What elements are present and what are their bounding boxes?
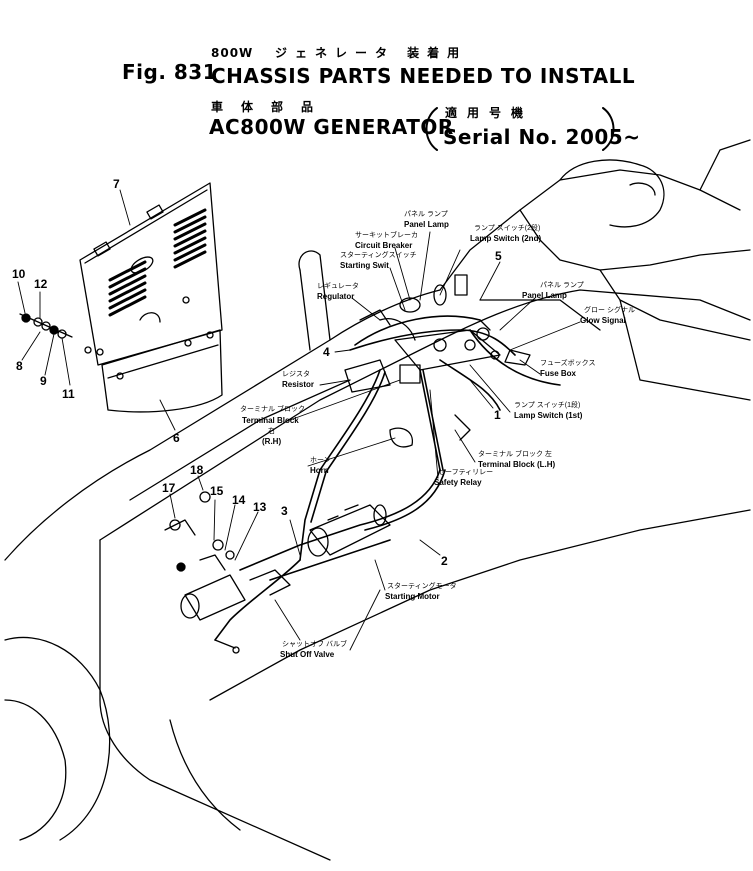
callout-17: 17 bbox=[162, 481, 176, 495]
callout-1: 1 bbox=[494, 408, 501, 422]
horn-jp: ホーン bbox=[310, 457, 331, 464]
panel-lamp-right-jp: パネル ランプ bbox=[540, 282, 584, 289]
fuse-box-jp: フューズボックス bbox=[540, 360, 596, 367]
safety-relay-jp: セーフティリレー bbox=[438, 469, 494, 476]
terminal-block-rh-side-jp: 右 bbox=[268, 428, 275, 435]
callout-13: 13 bbox=[253, 500, 267, 514]
title-jp-line1: ジェネレータ 装着用 bbox=[275, 46, 468, 60]
starting-switch-label: Starting Swit bbox=[340, 261, 389, 270]
terminal-block-lh-label: Terminal Block (L.H) bbox=[478, 460, 556, 469]
callout-12: 12 bbox=[34, 277, 48, 291]
starting-switch-jp: スターティングスイッチ bbox=[340, 252, 417, 259]
callout-18: 18 bbox=[190, 463, 204, 477]
fuse-box-label: Fuse Box bbox=[540, 369, 577, 378]
regulator-jp: レギュレータ bbox=[317, 283, 359, 290]
terminal-block-rh-jp: ターミナル ブロック bbox=[240, 406, 305, 413]
cover-plate bbox=[79, 182, 223, 366]
glow-signal-jp: グロー シグナル bbox=[584, 307, 635, 314]
callout-3: 3 bbox=[281, 504, 288, 518]
lamp-switch-2nd-jp: ランプ スイッチ(2段) bbox=[474, 225, 541, 232]
hardware-bolts bbox=[19, 313, 73, 339]
bracket-plate bbox=[96, 329, 223, 413]
open-paren-shape bbox=[425, 107, 438, 151]
horn-label: Horn bbox=[310, 466, 329, 475]
title-prefix: 800W bbox=[211, 46, 254, 60]
close-paren-shape bbox=[602, 107, 615, 151]
callout-15: 15 bbox=[210, 484, 224, 498]
shut-off-valve-jp: シャットオフ バルブ bbox=[282, 641, 347, 648]
glow-signal-label: Glow Signal bbox=[580, 316, 626, 325]
serial-jp: 適用号機 bbox=[445, 106, 534, 120]
resistor-jp: レジスタ bbox=[282, 371, 310, 378]
starting-motor-label: Starting Motor bbox=[385, 592, 440, 601]
callout-6: 6 bbox=[173, 431, 180, 445]
lamp-switch-1st-label: Lamp Switch (1st) bbox=[514, 411, 583, 420]
resistor-label: Resistor bbox=[282, 380, 315, 389]
shut-off-valve-label: Shut Off Valve bbox=[280, 650, 335, 659]
circuit-breaker-jp: サーキットブレーカ bbox=[355, 232, 418, 239]
panel-lamp-top-label: Panel Lamp bbox=[404, 220, 449, 229]
circuit-breaker-label: Circuit Breaker bbox=[355, 241, 413, 250]
callout-14: 14 bbox=[232, 493, 246, 507]
callout-2: 2 bbox=[441, 554, 448, 568]
safety-relay-label: Safety Relay bbox=[434, 478, 482, 487]
callout-4: 4 bbox=[323, 345, 330, 359]
callout-8: 8 bbox=[16, 359, 23, 373]
starting-motor bbox=[307, 504, 391, 557]
callout-5: 5 bbox=[495, 249, 502, 263]
shut-off-valve-solenoid bbox=[164, 491, 291, 654]
electrical-components bbox=[344, 274, 531, 448]
figure-number: Fig. 831 bbox=[122, 60, 218, 84]
title-en-line2: AC800W GENERATOR bbox=[209, 115, 454, 139]
panel-lamp-top-jp: パネル ランプ bbox=[404, 211, 448, 218]
lamp-switch-1st-jp: ランプ スイッチ(1段) bbox=[514, 402, 581, 409]
terminal-block-rh-label: Terminal Block bbox=[242, 416, 299, 425]
title-en-line1: CHASSIS PARTS NEEDED TO INSTALL bbox=[211, 64, 636, 88]
panel-lamp-right-label: Panel Lamp bbox=[522, 291, 567, 300]
leader-lines bbox=[17, 189, 581, 651]
callout-11: 11 bbox=[62, 387, 75, 401]
regulator-label: Regulator bbox=[317, 292, 355, 301]
title-jp-line2: 車体部品 bbox=[211, 100, 332, 114]
callout-10: 10 bbox=[12, 267, 26, 281]
machine-body-outline bbox=[4, 139, 751, 861]
callout-7: 7 bbox=[113, 177, 120, 191]
callout-9: 9 bbox=[40, 374, 47, 388]
terminal-block-rh-side: (R.H) bbox=[262, 437, 282, 446]
terminal-block-lh-jp: ターミナル ブロック 左 bbox=[478, 451, 552, 458]
lamp-switch-2nd-label: Lamp Switch (2nd) bbox=[470, 234, 542, 243]
serial-number: Serial No. 2005~ bbox=[443, 125, 641, 149]
starting-motor-jp: スターティングモータ bbox=[387, 583, 457, 590]
